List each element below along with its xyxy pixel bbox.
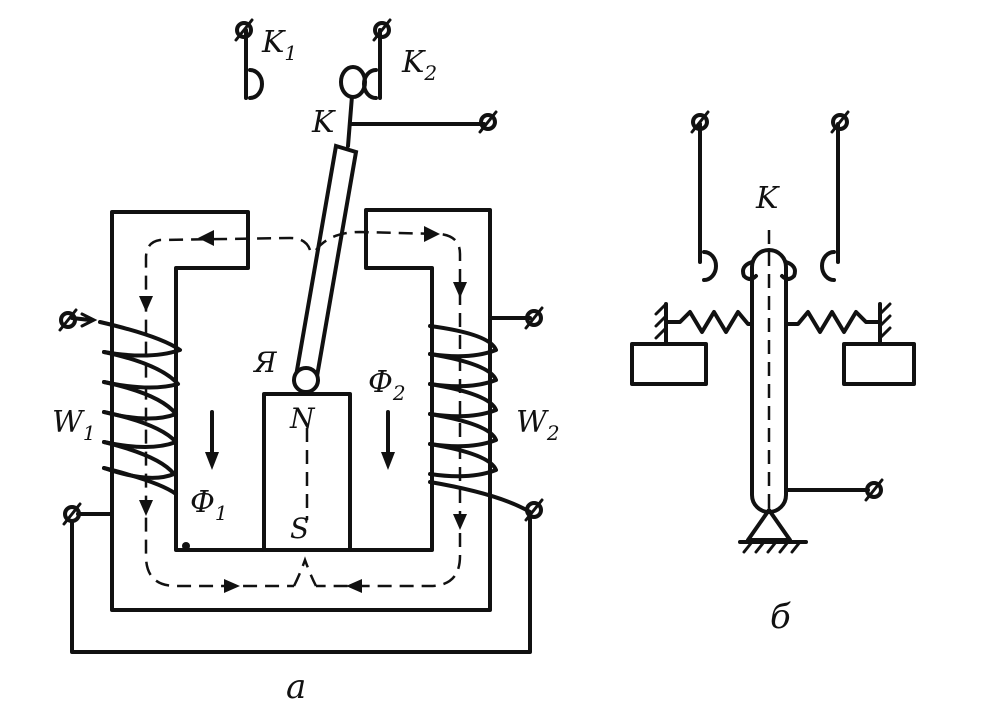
label-k1: K1 (261, 25, 297, 65)
permanent-magnet (262, 392, 352, 552)
winding-w1 (58, 308, 182, 496)
label-w1: W1 (52, 405, 96, 445)
stop-right (842, 342, 916, 386)
flux-arrows (205, 410, 395, 470)
spring-left (654, 302, 754, 344)
label-w2: W2 (516, 405, 560, 445)
lever-terminal (784, 478, 884, 502)
armature-lever (741, 230, 797, 514)
flux-paths (139, 226, 467, 593)
stop-left (630, 342, 708, 386)
label-flux-1-sub: 1 (215, 501, 228, 525)
contact-k2 (362, 18, 392, 100)
label-w1-sub: 1 (83, 421, 96, 445)
contact-k1 (234, 18, 264, 100)
caption-a: a (286, 667, 306, 707)
label-w2-sub: 2 (546, 421, 560, 445)
caption-b: б (770, 597, 791, 637)
label-k-b: K (755, 181, 780, 216)
figure-b: K б (630, 110, 916, 637)
label-pole-south: S (290, 512, 309, 545)
spring-right (784, 302, 892, 344)
armature-terminal (348, 110, 498, 134)
label-flux-2: Ф2 (368, 365, 406, 405)
fixed-contact-left (690, 110, 718, 282)
magnetic-core (110, 208, 492, 612)
label-pole-north: N (289, 402, 316, 435)
label-k: K (311, 105, 336, 140)
connecting-wire (62, 502, 532, 654)
pivot-icon (738, 508, 808, 554)
label-k1-sub: 1 (284, 41, 297, 65)
label-armature: Я (252, 346, 278, 379)
label-k2-sub: 2 (423, 61, 437, 85)
label-k2: K2 (401, 45, 437, 85)
fixed-contact-right (820, 110, 850, 282)
figure-a: K1 K2 K Я N S W1 W2 Ф1 Ф2 a (52, 18, 560, 707)
label-flux-2-sub: 2 (392, 381, 406, 405)
label-flux-1: Ф1 (190, 485, 228, 525)
